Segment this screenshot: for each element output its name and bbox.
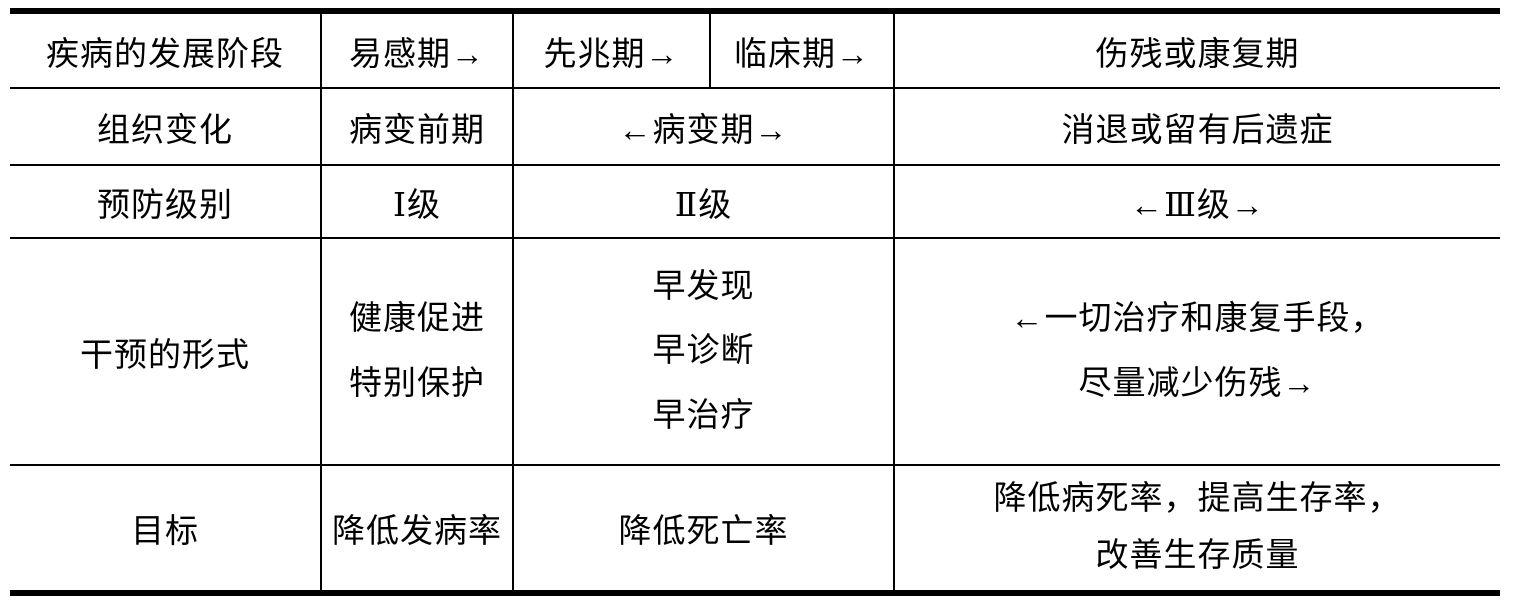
level-2-cell: Ⅱ级 [512,164,895,239]
reduce-incidence-cell: 降低发病率 [320,464,514,594]
prelesion-period-cell: 病变前期 [320,87,514,166]
susceptible-period-cell: 易感期→ [320,10,514,89]
row-goal: 目标 降低发病率 降低死亡率 降低病死率，提高生存率， 改善生存质量 [10,464,1500,594]
row-intervention-form: 干预的形式 健康促进 特别保护 早发现 早诊断 早治疗 ←一切治疗和康复手段， … [10,237,1500,466]
early-detection-diagnosis-treatment-cell: 早发现 早诊断 早治疗 [512,237,895,466]
regression-sequelae-cell: 消退或留有后遗症 [893,87,1500,166]
reduce-case-fatality-cell: 降低病死率，提高生存率， 改善生存质量 [893,464,1500,594]
row-header-cell: 疾病的发展阶段 [10,10,322,89]
reduce-mortality-cell: 降低死亡率 [512,464,895,594]
row-header-cell: 干预的形式 [10,237,322,466]
row-disease-development-stage: 疾病的发展阶段 易感期→ 先兆期→ 临床期→ 伤残或康复期 [10,10,1500,89]
treatment-rehabilitation-cell: ←一切治疗和康复手段， 尽量减少伤残→ [893,237,1500,466]
row-header-cell: 目标 [10,464,322,594]
row-header-cell: 预防级别 [10,164,322,239]
disability-recovery-period-cell: 伤残或康复期 [893,10,1500,89]
row-tissue-change: 组织变化 病变前期 ←病变期→ 消退或留有后遗症 [10,87,1500,166]
clinical-period-cell: 临床期→ [709,10,895,89]
row-header-cell: 组织变化 [10,87,322,166]
prevention-levels-table: 疾病的发展阶段 易感期→ 先兆期→ 临床期→ 伤残或康复期 组织变化 病变前期 … [10,8,1500,596]
lesion-period-cell: ←病变期→ [512,87,895,166]
health-promotion-protection-cell: 健康促进 特别保护 [320,237,514,466]
row-prevention-level: 预防级别 Ⅰ级 Ⅱ级 ←Ⅲ级→ [10,164,1500,239]
prodromal-period-cell: 先兆期→ [512,10,711,89]
level-3-cell: ←Ⅲ级→ [893,164,1500,239]
level-1-cell: Ⅰ级 [320,164,514,239]
